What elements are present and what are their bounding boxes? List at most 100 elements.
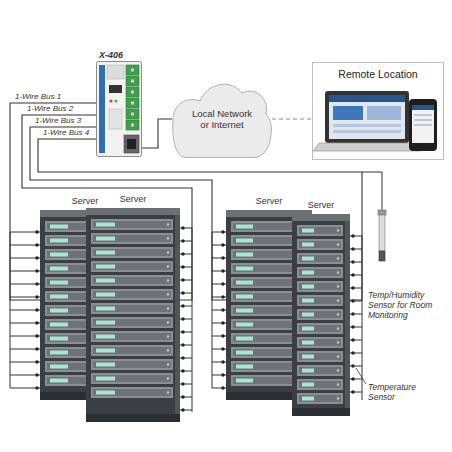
server-unit [91, 275, 173, 286]
temperature-sensor-dot [181, 278, 184, 281]
server-display [302, 369, 314, 373]
temperature-sensor-dot [35, 243, 38, 246]
server-display [302, 257, 314, 261]
server-unit [91, 331, 173, 342]
server-display [236, 225, 253, 229]
network-label: Local Network or Internet [188, 108, 256, 130]
temperature-sensor-dot [35, 230, 38, 233]
server-display [302, 397, 314, 401]
server-light [167, 377, 169, 379]
rack-frame [292, 214, 350, 416]
server-light [337, 285, 339, 287]
server-display [302, 271, 314, 275]
network-link [272, 118, 312, 119]
temperature-sensor-dot [351, 390, 354, 393]
temperature-sensor-dot [351, 312, 354, 315]
server-display [50, 281, 68, 285]
server-display [96, 377, 115, 381]
terminal-screw [130, 90, 134, 94]
server-display [236, 309, 253, 313]
server-label: Server [226, 196, 312, 207]
server-display [236, 323, 253, 327]
server-bezel [93, 389, 171, 396]
temperature-sensor-dot [351, 273, 354, 276]
server-unit [297, 253, 343, 264]
rack-illustration [86, 208, 180, 422]
server-display [302, 341, 314, 345]
module-illustration [96, 61, 142, 157]
server-display [302, 299, 314, 303]
terminal-block [126, 87, 139, 97]
server-display [96, 265, 115, 269]
temperature-sensor-dot [221, 256, 224, 259]
server-display [236, 351, 253, 355]
remote-heading: Remote Location [313, 63, 443, 80]
server-bezel [299, 227, 341, 234]
server-display [302, 285, 314, 289]
server-unit [91, 317, 173, 328]
x406-module: X-406 [96, 50, 142, 157]
server-bezel [299, 325, 341, 332]
module-plate [107, 65, 124, 79]
server-display [96, 251, 115, 255]
temperature-sensor-dot [35, 347, 38, 350]
temperature-sensor-dot [35, 321, 38, 324]
server-light [337, 327, 339, 329]
server-bezel [299, 241, 341, 248]
terminal-screw [130, 101, 134, 105]
module-stripe [99, 65, 105, 153]
server-unit [91, 303, 173, 314]
temperature-sensor-dot [181, 395, 184, 398]
server-bezel [299, 283, 341, 290]
temperature-sensor-dot [35, 373, 38, 376]
server-display [50, 267, 68, 271]
laptop-screen [329, 95, 405, 139]
rack-base [292, 408, 350, 416]
status-led [114, 99, 117, 102]
server-rack: Server [86, 194, 180, 422]
terminal-screw [130, 79, 134, 83]
probe-cap [378, 210, 386, 215]
server-unit [91, 345, 173, 356]
server-unit [297, 323, 343, 334]
server-display [302, 383, 314, 387]
server-display [96, 279, 115, 283]
temperature-sensor-dot [351, 351, 354, 354]
server-bezel [93, 305, 171, 312]
terminal-block [126, 76, 139, 86]
server-light [167, 223, 169, 225]
temperature-sensor-dot [35, 334, 38, 337]
server-bezel [93, 319, 171, 326]
server-unit [297, 281, 343, 292]
server-bezel [93, 249, 171, 256]
temperature-sensor-dot [181, 330, 184, 333]
web-row [333, 130, 401, 133]
bus-label: 1-Wire Bus 3 [34, 116, 82, 125]
temperature-sensor-dot [181, 317, 184, 320]
server-display [96, 307, 115, 311]
server-display [50, 365, 68, 369]
temperature-sensor-dot [35, 360, 38, 363]
server-light [167, 265, 169, 267]
server-display [50, 309, 68, 313]
server-unit [91, 373, 173, 384]
web-header [329, 95, 405, 102]
server-unit [91, 387, 173, 398]
server-bezel [299, 353, 341, 360]
server-bezel [93, 235, 171, 242]
probe-tip [379, 251, 385, 261]
server-light [337, 383, 339, 385]
ethernet-port [127, 139, 136, 149]
server-bezel [93, 361, 171, 368]
phone-header [412, 105, 434, 110]
server-unit [91, 247, 173, 258]
temperature-sensor-dot [181, 356, 184, 359]
temperature-sensor-dot [221, 334, 224, 337]
temperature-sensor-dot [181, 343, 184, 346]
chip [109, 85, 122, 93]
temperature-sensor-dot [181, 252, 184, 255]
server-bezel [299, 297, 341, 304]
server-bezel [299, 269, 341, 276]
temperature-sensor-dot [351, 325, 354, 328]
server-light [337, 229, 339, 231]
